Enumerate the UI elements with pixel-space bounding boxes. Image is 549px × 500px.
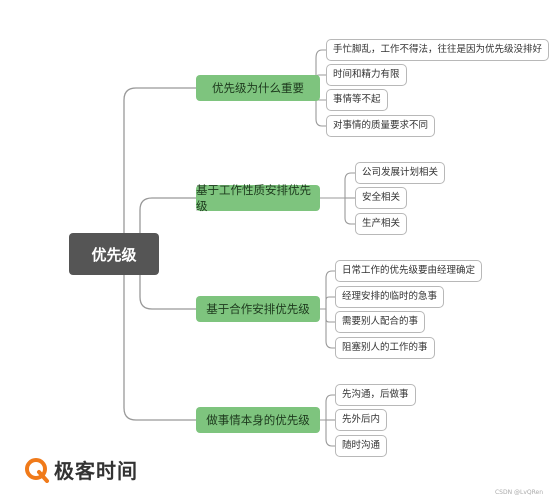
leaf-node: 公司发展计划相关 bbox=[355, 162, 446, 184]
branch-node-work-nature: 基于工作性质安排优先级 bbox=[196, 183, 320, 213]
leaf-node: 手忙脚乱，工作不得法，往往是因为优先级没排好 bbox=[326, 39, 549, 61]
leaf-node: 生产相关 bbox=[355, 213, 408, 235]
branch-node-task-itself: 做事情本身的优先级 bbox=[196, 407, 320, 433]
branch-node-why-important: 优先级为什么重要 bbox=[196, 75, 320, 101]
watermark: CSDN @LvQRen bbox=[494, 489, 543, 496]
leaf-node: 安全相关 bbox=[355, 187, 408, 209]
leaf-node: 阻塞别人的工作的事 bbox=[335, 337, 435, 359]
root-node: 优先级 bbox=[69, 233, 159, 275]
leaf-node: 随时沟通 bbox=[335, 435, 388, 457]
leaf-node: 时间和精力有限 bbox=[326, 64, 407, 86]
geektime-logo-icon bbox=[25, 457, 49, 483]
leaf-node: 对事情的质量要求不同 bbox=[326, 115, 436, 137]
leaf-node: 需要别人配合的事 bbox=[335, 311, 426, 333]
leaf-node: 日常工作的优先级要由经理确定 bbox=[335, 260, 483, 282]
branch-node-collaboration: 基于合作安排优先级 bbox=[196, 296, 320, 322]
leaf-node: 先沟通，后做事 bbox=[335, 384, 416, 406]
leaf-node: 事情等不起 bbox=[326, 89, 388, 111]
leaf-node: 经理安排的临时的急事 bbox=[335, 286, 445, 308]
brand-name: 极客时间 bbox=[54, 459, 138, 483]
leaf-node: 先外后内 bbox=[335, 409, 388, 431]
brand-logo: 极客时间 bbox=[24, 455, 138, 484]
